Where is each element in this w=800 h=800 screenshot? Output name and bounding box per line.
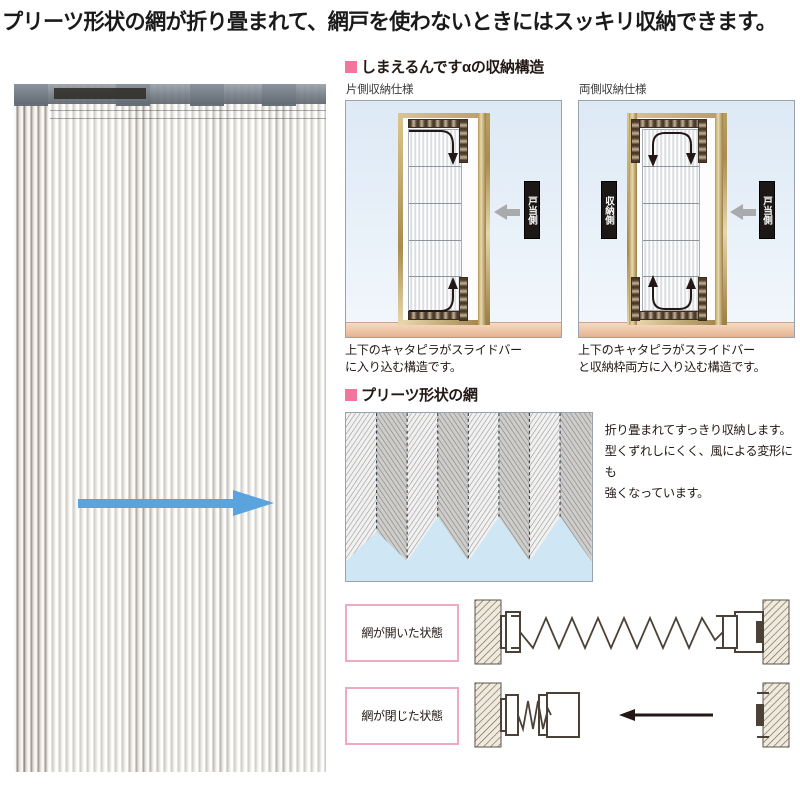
flow-arrow-top-icon: [648, 132, 696, 167]
direction-indicator-tail: [742, 209, 756, 216]
arrow-shaft: [78, 499, 238, 508]
label-door-stop-side: 戸当側: [524, 181, 540, 239]
slide-bar-jamb: [478, 113, 486, 325]
mechanism-diagram-open: [473, 596, 797, 669]
caterpillar-chain-top-vertical: [459, 119, 468, 163]
one-side-storage-diagram: 戸当側: [345, 100, 562, 338]
pleat-mesh-svg: [346, 413, 592, 581]
photo-top-cap: [262, 84, 296, 106]
mechanism-diagram-closed: [473, 679, 797, 752]
pleat-section-heading: プリーツ形状の網: [345, 384, 797, 405]
caterpillar-chain-top-left: [631, 119, 640, 163]
direction-indicator-icon: [494, 204, 507, 220]
mechanism-row-open: 網が開いた状態: [345, 596, 797, 669]
direction-arrow-icon: [78, 490, 274, 516]
one-side-caption-line1: 上下のキャタピラがスライドバー: [345, 343, 522, 357]
open-state-svg: [474, 599, 790, 665]
page-title: プリーツ形状の網が折り畳まれて、網戸を使わないときにはスッキリ収納できます。: [1, 9, 777, 34]
flow-arrow-top-icon: [409, 130, 458, 165]
mechanism-row-closed: 網が閉じた状態: [345, 679, 797, 752]
direction-indicator-tail: [506, 209, 520, 216]
caterpillar-chain-bottom-left: [631, 277, 640, 321]
direction-indicator-icon: [730, 204, 743, 220]
mesh-division-line: [409, 166, 461, 167]
mesh-division-line: [643, 276, 699, 277]
caterpillar-chain-top-right: [698, 119, 707, 163]
storage-section-heading: しまえるんですαの収納構造: [345, 56, 797, 77]
label-storage-side: 収納側: [601, 181, 617, 239]
flow-arrow-bottom-icon: [409, 277, 458, 312]
header-banner: プリーツ形状の網が折り畳まれて、網戸を使わないときにはスッキリ収納できます。: [0, 0, 800, 40]
mesh-division-line: [409, 276, 461, 277]
pleat-description-line1: 折り畳まれてすっきり収納します。: [604, 423, 792, 437]
storage-column-both-sides: 両側収納仕様: [578, 80, 797, 376]
pink-square-marker-icon: [345, 60, 357, 73]
photo-pleat-texture: [14, 84, 326, 772]
storage-section-title: しまえるんですαの収納構造: [361, 59, 544, 76]
storage-diagram-columns: 片側収納仕様: [345, 80, 797, 376]
mesh-division-line: [643, 166, 699, 167]
mesh-division-line: [409, 203, 461, 204]
pleat-description-line3: 強くなっています。: [604, 486, 710, 500]
mesh-division-line: [643, 203, 699, 204]
photo-dark-band: [54, 88, 146, 99]
pleat-illustration-row: 折り畳まれてすっきり収納します。 型くずれしにくく、風による変形にも 強くなって…: [345, 412, 797, 582]
pleat-description-line2: 型くずれしにくく、風による変形にも: [604, 444, 793, 479]
one-side-caption-line2: に入り込む構造です。: [345, 360, 462, 374]
storage-frame-jamb: [629, 113, 637, 325]
photo-top-cap: [14, 84, 48, 106]
photo-top-cap: [190, 84, 224, 106]
arrow-head: [233, 490, 274, 516]
both-side-storage-diagram: 収納側 戸当側: [578, 100, 795, 338]
mesh-division-line: [643, 240, 699, 241]
pleat-section-title: プリーツ形状の網: [361, 387, 478, 404]
mechanism-label-closed: 網が閉じた状態: [345, 686, 459, 745]
caterpillar-chain-bottom-right: [698, 277, 707, 321]
pleat-description: 折り畳まれてすっきり収納します。 型くずれしにくく、風による変形にも 強くなって…: [605, 412, 797, 582]
mechanism-label-open: 網が開いた状態: [345, 603, 459, 662]
both-side-caption-line2: と収納枠両方に入り込む構造です。: [578, 360, 766, 374]
label-door-stop-side: 戸当側: [759, 181, 775, 239]
product-photo: [14, 84, 326, 772]
storage-column-heading: 片側収納仕様: [346, 84, 414, 96]
slide-bar-jamb: [715, 113, 723, 325]
mesh-division-line: [409, 240, 461, 241]
pink-square-marker-icon: [345, 388, 357, 401]
right-column: しまえるんですαの収納構造 片側収納仕様: [345, 56, 797, 762]
both-side-caption-line1: 上下のキャタピラがスライドバー: [578, 343, 755, 357]
storage-column-one-side: 片側収納仕様: [345, 80, 564, 376]
photo-hairline: [50, 118, 326, 119]
flow-arrow-bottom-icon: [648, 275, 696, 310]
photo-door-frame: [14, 84, 48, 772]
pleated-mesh-illustration: [345, 412, 593, 582]
photo-hairline: [50, 110, 326, 111]
caterpillar-chain-bottom-vertical: [459, 277, 468, 321]
closed-state-svg: [474, 682, 790, 748]
storage-column-heading: 両側収納仕様: [579, 84, 647, 96]
mechanism-section: 網が開いた状態: [345, 596, 797, 752]
